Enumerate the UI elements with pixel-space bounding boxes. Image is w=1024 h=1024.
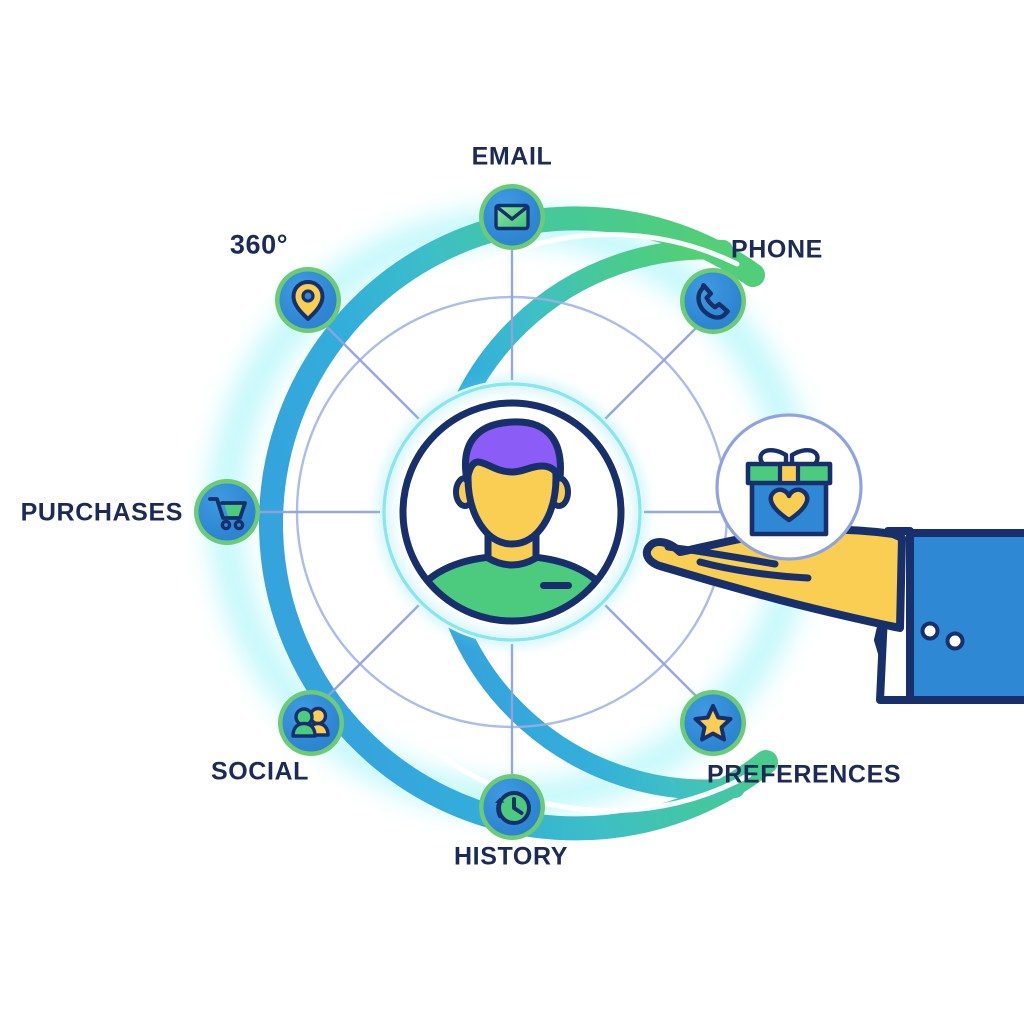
gift-in-hand[interactable] [715,413,863,561]
node-location[interactable] [275,267,341,333]
gift-box-icon [745,448,833,537]
sleeve-button-1 [920,621,940,641]
node-preferences[interactable] [680,690,746,756]
label-social: SOCIAL [210,757,310,786]
star-icon [693,704,733,742]
envelope-icon [494,203,530,231]
avatar-ring [399,399,625,625]
label-purchases: PURCHASES [20,498,183,527]
label-phone: PHONE [731,235,823,264]
label-history: HISTORY [454,842,568,871]
sleeve-button-2 [945,631,965,651]
outer-arc-outer-band [259,206,778,841]
node-social[interactable] [278,690,344,756]
label-preferences: PREFERENCES [707,760,902,789]
avatar-glow-ring-crisp [382,382,642,642]
label-360-degrees: 360° [229,229,289,260]
node-phone[interactable] [680,268,746,334]
open-hand[interactable] [642,525,1024,704]
node-purchases[interactable] [194,479,260,545]
node-phone-badge [684,272,742,330]
phone-handset-icon [696,282,730,320]
map-pin-icon [291,280,325,321]
people-group-icon [291,706,330,738]
node-email[interactable] [479,184,545,250]
hand-thumb-crease [696,558,812,582]
clock-rewind-icon [495,791,531,825]
customer-avatar[interactable] [396,399,628,664]
avatar-shirt-detail [540,582,572,589]
avatar-hair [462,418,564,484]
label-email: EMAIL [471,142,553,171]
node-history[interactable] [479,774,545,840]
shopping-cart-icon [208,497,247,531]
hand-finger-crease [664,543,779,568]
arc-separator-line [319,232,752,814]
